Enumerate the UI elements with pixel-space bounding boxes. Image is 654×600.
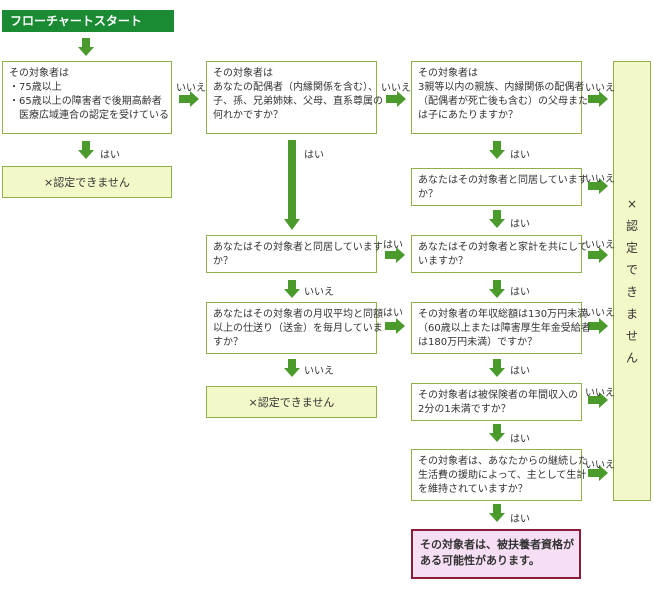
label-yes: はい	[510, 366, 530, 377]
question-line: その対象者は	[9, 68, 69, 79]
arrow-b2-yes	[284, 140, 300, 230]
arrow-b3-yes	[489, 141, 505, 159]
vertical-char: で	[625, 263, 638, 277]
question-line: あなたはその対象者の月収平均と同額	[213, 309, 383, 320]
question-line: は180万円未満）ですか？	[418, 337, 538, 348]
label-no: いいえ	[585, 388, 615, 399]
question-box-elderly: その対象者は ・75歳以上 ・65歳以上の障害者で後期高齢者 医療広域連合の認定…	[2, 61, 172, 134]
question-line: ・65歳以上の障害者で後期高齢者	[9, 96, 162, 107]
question-line: （60歳以上または障害厚生年金受給者	[418, 323, 591, 334]
question-line: か？	[213, 256, 233, 267]
question-line: 以上の仕送り（送金）を毎月していま	[213, 323, 383, 334]
question-line: あなたはその対象者と同居しています	[418, 175, 588, 186]
label-no: いいえ	[585, 240, 615, 251]
arrow-b5-yes	[489, 210, 505, 228]
arrow-b7-no	[284, 359, 300, 377]
question-box-cohabit-right: あなたはその対象者と同居しています か？	[411, 168, 588, 206]
question-box-half-income: その対象者は被保険者の年間収入の 2分の1未満ですか？	[411, 383, 582, 421]
question-line: を維持されていますか？	[418, 484, 528, 495]
question-line: 子、孫、兄弟姉妹、父母、直系尊属の	[213, 96, 383, 107]
result-box-eligible: その対象者は、被扶養者資格が ある可能性があります。	[411, 529, 581, 579]
vertical-char: ×	[626, 197, 638, 211]
result-line: その対象者は、被扶養者資格が	[420, 538, 574, 551]
vertical-char: ん	[625, 351, 638, 365]
result-line: ある可能性があります。	[420, 554, 540, 567]
question-line: すか？	[213, 337, 243, 348]
label-no: いいえ	[585, 83, 615, 94]
label-no: いいえ	[304, 366, 334, 377]
question-line: か？	[418, 189, 438, 200]
label-yes: はい	[510, 287, 530, 298]
label-no: いいえ	[585, 174, 615, 185]
arrow-b1-yes	[78, 141, 94, 159]
question-box-annual-income: その対象者の年収総額は130万円未満 （60歳以上または障害厚生年金受給者 は1…	[411, 302, 591, 354]
arrow-b9-yes	[489, 424, 505, 442]
question-line: ・75歳以上	[9, 82, 62, 93]
label-yes: はい	[304, 150, 324, 161]
label-yes: はい	[383, 308, 403, 319]
arrow-b8-yes	[489, 359, 505, 377]
arrow-start-down	[78, 38, 94, 56]
label-yes: はい	[510, 434, 530, 445]
flowchart-start: フローチャートスタート	[2, 10, 174, 32]
question-line: は子にあたりますか？	[418, 110, 518, 121]
vertical-char: 認	[625, 219, 638, 233]
question-line: いますか？	[418, 256, 468, 267]
label-no: いいえ	[176, 83, 206, 94]
label-yes: はい	[510, 150, 530, 161]
question-line: 何れかですか？	[213, 110, 283, 121]
question-line: あなたはその対象者と同居しています	[213, 242, 383, 253]
label-no: いいえ	[585, 308, 615, 319]
label-yes: はい	[100, 150, 120, 161]
question-line: その対象者は	[213, 68, 273, 79]
question-box-spouse-relatives: その対象者は あなたの配偶者（内縁関係を含む）、 子、孫、兄弟姉妹、父母、直系尊…	[206, 61, 383, 134]
arrow-b8-no	[588, 318, 608, 334]
question-box-cohabit-mid: あなたはその対象者と同居しています か？	[206, 235, 383, 273]
question-box-third-degree: その対象者は 3親等以内の親族、内縁関係の配偶者 （配偶者が死亡後も含む）の父母…	[411, 61, 588, 134]
question-line: その対象者は、あなたからの継続した	[418, 456, 588, 467]
question-line: あなたの配偶者（内縁関係を含む）、	[213, 82, 378, 93]
not-certified-vertical-box: × 認 定 で き ま せ ん	[613, 61, 651, 501]
label-no: いいえ	[381, 83, 411, 94]
question-line: 2分の1未満ですか？	[418, 404, 511, 415]
question-line: （配偶者が死亡後も含む）の父母また	[418, 96, 588, 107]
arrow-b6-yes	[489, 280, 505, 298]
vertical-char: せ	[625, 329, 638, 343]
arrow-b10-yes	[489, 504, 505, 522]
label-yes: はい	[510, 514, 530, 525]
arrow-b7-yes	[385, 318, 405, 334]
question-box-household: あなたはその対象者と家計を共にして いますか？	[411, 235, 588, 273]
question-box-support: その対象者は、あなたからの継続した 生活費の援助によって、主として生計 を維持さ…	[411, 449, 588, 501]
question-line: あなたはその対象者と家計を共にして	[418, 242, 588, 253]
question-box-remittance: あなたはその対象者の月収平均と同額 以上の仕送り（送金）を毎月していま すか？	[206, 302, 383, 354]
label-no: いいえ	[585, 460, 615, 471]
question-line: その対象者の年収総額は130万円未満	[418, 309, 588, 320]
label-yes: はい	[510, 219, 530, 230]
vertical-char: 定	[625, 241, 638, 255]
question-line: その対象者は	[418, 68, 478, 79]
question-line: 生活費の援助によって、主として生計	[418, 470, 587, 481]
vertical-char: き	[625, 285, 638, 299]
label-no: いいえ	[304, 287, 334, 298]
label-yes: はい	[383, 240, 403, 251]
arrow-b4-no	[284, 280, 300, 298]
vertical-char: ま	[625, 307, 638, 321]
question-line: その対象者は被保険者の年間収入の	[418, 390, 578, 401]
not-certified-box: ×認定できません	[206, 386, 377, 418]
question-line: 3親等以内の親族、内縁関係の配偶者	[418, 82, 585, 93]
not-certified-box: ×認定できません	[2, 166, 172, 198]
question-line: 医療広域連合の認定を受けている	[9, 110, 169, 121]
